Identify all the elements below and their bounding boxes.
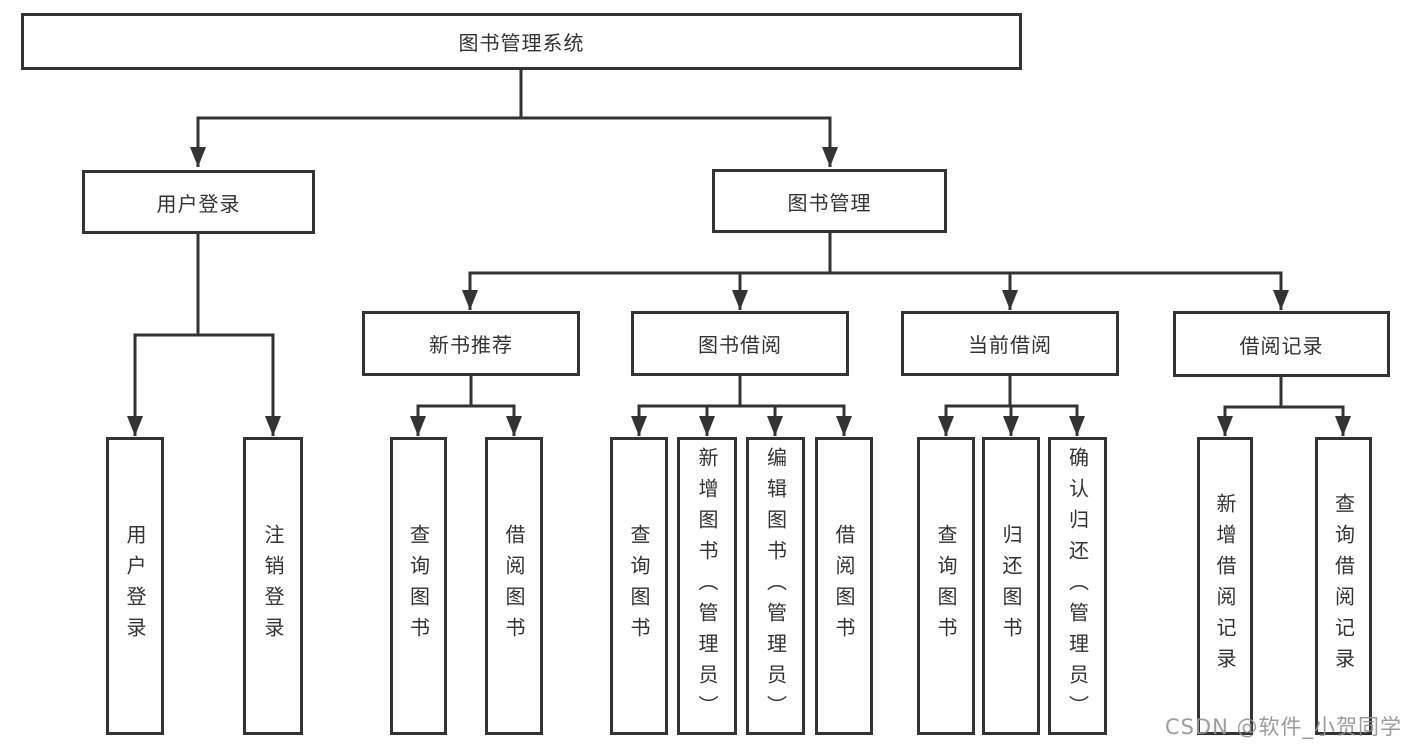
leaf-label: 查询图书 xyxy=(627,524,651,648)
node-borrow-records: 借阅记录 xyxy=(1173,311,1390,377)
leaf-label: 确认归还（管理员） xyxy=(1065,446,1090,726)
leaf-label: 归还图书 xyxy=(999,524,1023,648)
leaf-add-borrow-record: 新增借阅记录 xyxy=(1197,437,1253,735)
leaf-label: 用户登录 xyxy=(123,524,147,648)
leaf-query-borrow-record: 查询借阅记录 xyxy=(1315,437,1372,735)
leaf-edit-book-admin: 编辑图书（管理员） xyxy=(746,437,805,735)
leaf-return-book: 归还图书 xyxy=(982,437,1040,735)
leaf-add-book-admin: 新增图书（管理员） xyxy=(677,437,737,735)
leaf-user-login: 用户登录 xyxy=(106,437,164,735)
leaf-label: 新增借阅记录 xyxy=(1213,493,1237,679)
leaf-label: 借阅图书 xyxy=(832,524,856,648)
leaf-label: 注销登录 xyxy=(261,524,285,648)
leaf-logout: 注销登录 xyxy=(243,437,303,735)
node-current-borrow: 当前借阅 xyxy=(901,311,1119,376)
leaf-label: 借阅图书 xyxy=(502,524,526,648)
leaf-borrow-book: 借阅图书 xyxy=(815,437,873,735)
node-root: 图书管理系统 xyxy=(21,13,1022,70)
leaf-query-book-borrow: 查询图书 xyxy=(610,437,668,735)
node-book-borrow: 图书借阅 xyxy=(631,311,849,376)
leaf-borrow-book-recommend: 借阅图书 xyxy=(485,437,543,735)
node-user-login: 用户登录 xyxy=(82,170,315,234)
leaf-confirm-return-admin: 确认归还（管理员） xyxy=(1048,437,1107,735)
leaf-label: 编辑图书（管理员） xyxy=(763,446,788,726)
leaf-label: 查询借阅记录 xyxy=(1331,493,1356,679)
leaf-query-book-current: 查询图书 xyxy=(917,437,975,735)
node-book-management: 图书管理 xyxy=(712,169,947,233)
watermark: CSDN @软件_小贺同学 xyxy=(1164,715,1402,739)
node-new-book-recommend: 新书推荐 xyxy=(362,311,580,376)
leaf-label: 新增图书（管理员） xyxy=(695,446,719,726)
leaf-label: 查询图书 xyxy=(934,524,958,648)
leaf-query-book-recommend: 查询图书 xyxy=(390,437,447,735)
leaf-label: 查询图书 xyxy=(406,524,431,648)
